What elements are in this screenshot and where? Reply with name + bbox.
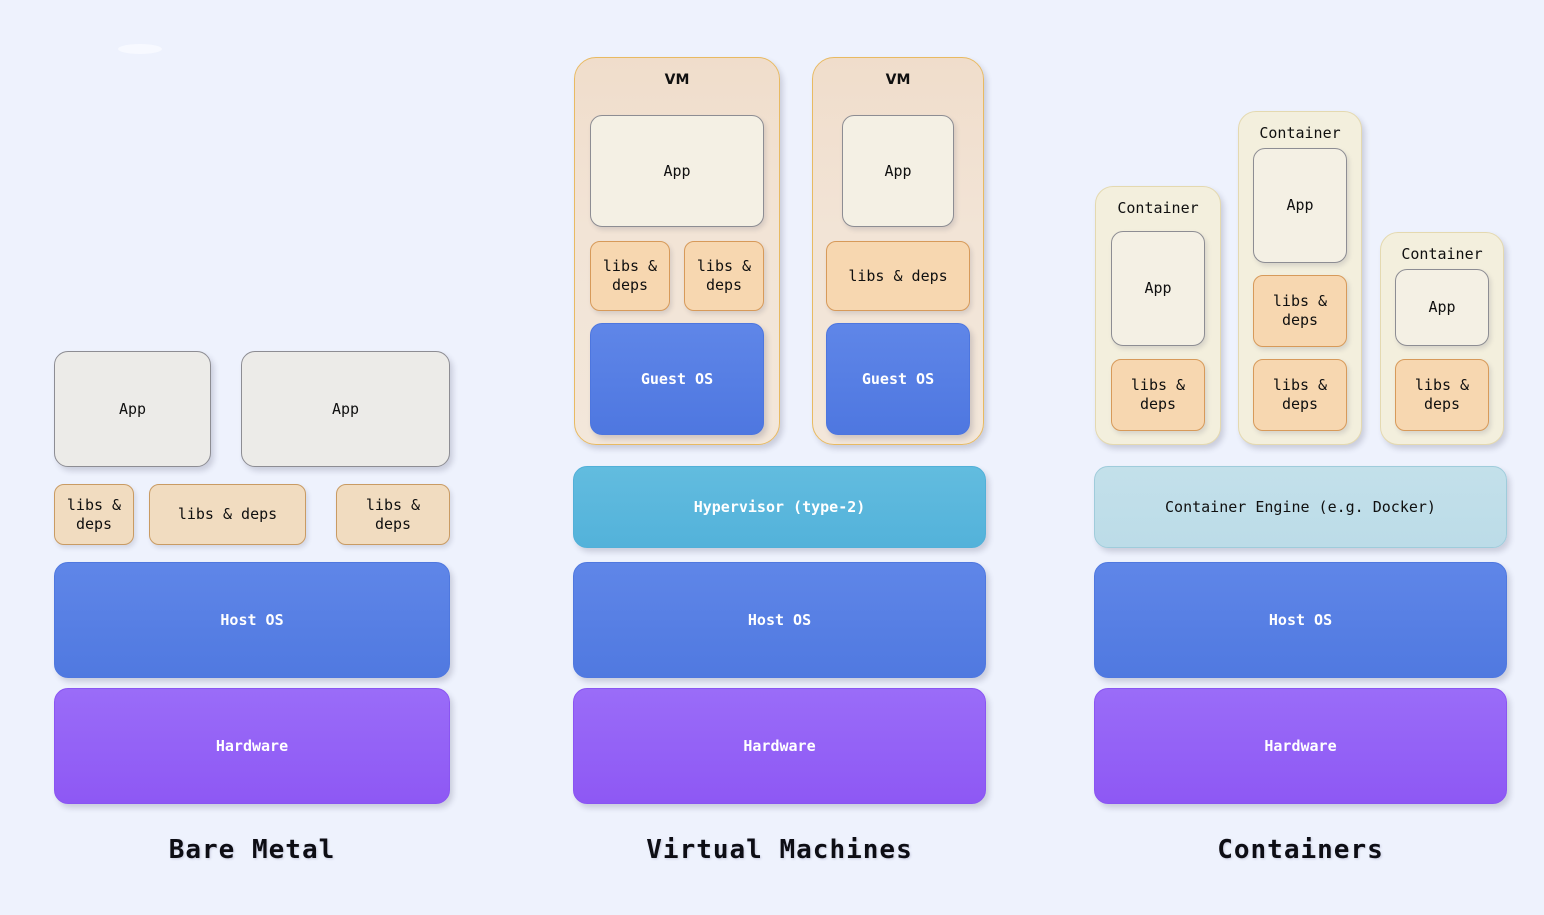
container-1-libs: libs & deps bbox=[1111, 359, 1205, 431]
bare-metal-app-1-label: App bbox=[118, 399, 147, 418]
vm-2-app-label: App bbox=[884, 161, 912, 180]
vm-shell-2-title: VM bbox=[885, 72, 911, 88]
container-3-app: App bbox=[1395, 269, 1489, 346]
bare-metal-caption-label: Bare Metal bbox=[168, 835, 336, 865]
container-2-app: App bbox=[1253, 148, 1347, 263]
container-1-app-label: App bbox=[1144, 279, 1172, 298]
vm-hardware-bar: Hardware bbox=[573, 688, 986, 804]
container-shell-2-title: Container bbox=[1259, 124, 1341, 142]
vm-2-libs-1-label: libs & deps bbox=[848, 266, 948, 285]
bare-metal-caption: Bare Metal bbox=[54, 835, 450, 865]
bare-metal-libs-3: libs & deps bbox=[336, 484, 450, 545]
vm-1-libs-1: libs & deps bbox=[590, 241, 670, 311]
bare-metal-hardware-label: Hardware bbox=[215, 736, 289, 755]
virtual-machines-caption-label: Virtual Machines bbox=[646, 835, 913, 865]
bare-metal-libs-3-label: libs & deps bbox=[365, 495, 421, 533]
containers-caption-label: Containers bbox=[1217, 835, 1384, 865]
vm-1-libs-2-label: libs & deps bbox=[696, 257, 752, 294]
vm-host-os-bar: Host OS bbox=[573, 562, 986, 678]
vm-host-os-label: Host OS bbox=[747, 610, 812, 629]
container-3-libs: libs & deps bbox=[1395, 359, 1489, 431]
containers-hardware-label: Hardware bbox=[1264, 736, 1337, 755]
vm-1-guest-os-label: Guest OS bbox=[640, 369, 714, 388]
bare-metal-app-2-label: App bbox=[331, 399, 360, 418]
hypervisor-bar: Hypervisor (type-2) bbox=[573, 466, 986, 548]
hypervisor-label: Hypervisor (type-2) bbox=[693, 497, 866, 516]
bare-metal-libs-2-label: libs & deps bbox=[177, 505, 278, 524]
vm-1-libs-2: libs & deps bbox=[684, 241, 764, 311]
bare-metal-libs-2: libs & deps bbox=[149, 484, 306, 545]
vm-1-guest-os: Guest OS bbox=[590, 323, 764, 435]
background-artifact bbox=[118, 44, 162, 54]
container-3-app-label: App bbox=[1428, 298, 1456, 317]
bare-metal-host-os-label: Host OS bbox=[220, 610, 284, 629]
container-shell-3-title: Container bbox=[1401, 245, 1483, 263]
container-2-libs-2: libs & deps bbox=[1253, 359, 1347, 431]
container-2-app-label: App bbox=[1286, 196, 1314, 215]
container-shell-1-title: Container bbox=[1117, 199, 1199, 217]
vm-1-app: App bbox=[590, 115, 764, 227]
container-2-libs-1: libs & deps bbox=[1253, 275, 1347, 347]
vm-1-app-label: App bbox=[663, 161, 691, 180]
container-1-app: App bbox=[1111, 231, 1205, 346]
vm-1-libs-1-label: libs & deps bbox=[602, 257, 658, 294]
bare-metal-app-2: App bbox=[241, 351, 450, 467]
containers-hardware-bar: Hardware bbox=[1094, 688, 1507, 804]
virtual-machines-caption: Virtual Machines bbox=[573, 835, 986, 865]
bare-metal-hardware-bar: Hardware bbox=[54, 688, 450, 804]
vm-2-guest-os-label: Guest OS bbox=[861, 369, 935, 388]
vm-2-libs-1: libs & deps bbox=[826, 241, 970, 311]
vm-2-app: App bbox=[842, 115, 954, 227]
bare-metal-libs-1: libs & deps bbox=[54, 484, 134, 545]
vm-hardware-label: Hardware bbox=[743, 736, 816, 755]
containers-caption: Containers bbox=[1094, 835, 1507, 865]
containers-host-os-label: Host OS bbox=[1268, 610, 1333, 629]
container-engine-label: Container Engine (e.g. Docker) bbox=[1165, 497, 1436, 516]
container-1-libs-label: libs & deps bbox=[1130, 376, 1186, 413]
vm-2-guest-os: Guest OS bbox=[826, 323, 970, 435]
container-2-libs-2-label: libs & deps bbox=[1272, 376, 1328, 413]
bare-metal-host-os-bar: Host OS bbox=[54, 562, 450, 678]
container-3-libs-label: libs & deps bbox=[1414, 376, 1470, 413]
container-engine-bar: Container Engine (e.g. Docker) bbox=[1094, 466, 1507, 548]
containers-host-os-bar: Host OS bbox=[1094, 562, 1507, 678]
bare-metal-app-1: App bbox=[54, 351, 211, 467]
bare-metal-libs-1-label: libs & deps bbox=[66, 495, 122, 533]
vm-shell-1-title: VM bbox=[664, 72, 690, 88]
container-2-libs-1-label: libs & deps bbox=[1272, 292, 1328, 329]
